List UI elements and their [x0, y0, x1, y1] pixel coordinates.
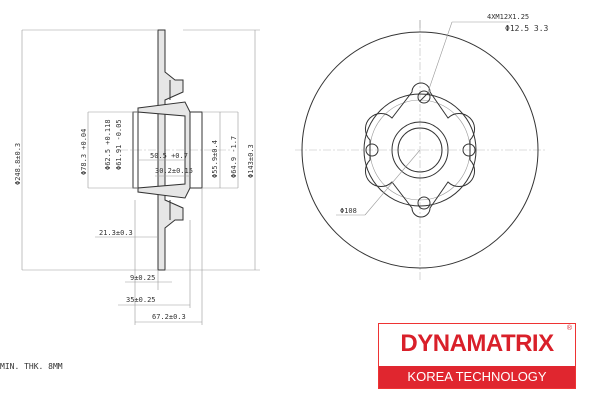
dim-offset: 21.3±0.3: [99, 229, 133, 237]
brand-logo: DYNAMATRIX ® KOREA TECHNOLOGY: [378, 323, 576, 389]
thread-spec: 4XM12X1.25: [487, 13, 529, 21]
front-view: [295, 20, 545, 280]
dim-hub-step: 30.2±0.15: [155, 167, 193, 175]
min-thickness-note: MIN. THK. 8MM: [0, 362, 63, 371]
dim-outer-diameter: Φ248.8±0.3: [14, 143, 22, 185]
logo-brand-name: DYNAMATRIX: [400, 330, 554, 357]
dim-flange-height: 35±0.25: [126, 296, 156, 304]
dim-seat-diameter-1: Φ62.5 +0.118: [104, 119, 112, 170]
dim-hat-diameter: Φ143±0.3: [247, 144, 255, 178]
dim-total-height: 67.2±0.3: [152, 313, 186, 321]
hole-spec: Φ12.5 3.3: [505, 24, 549, 33]
dim-bore-depth: 50.5 +0.7: [150, 152, 188, 160]
dim-hub-diameter-2: Φ64.9 -1.7: [230, 136, 238, 178]
dim-thickness: 9±0.25: [130, 274, 155, 282]
dim-bore-diameter: Φ78.3 +0.04: [80, 129, 88, 175]
pcd-label: Φ108: [340, 207, 357, 215]
registered-mark: ®: [566, 325, 572, 332]
logo-tagline: KOREA TECHNOLOGY: [379, 366, 575, 388]
side-section-view: [21, 29, 260, 325]
dim-seat-diameter-2: Φ61.91 -0.05: [115, 119, 123, 170]
dim-hub-diameter-1: Φ55.9±0.4: [211, 140, 219, 178]
